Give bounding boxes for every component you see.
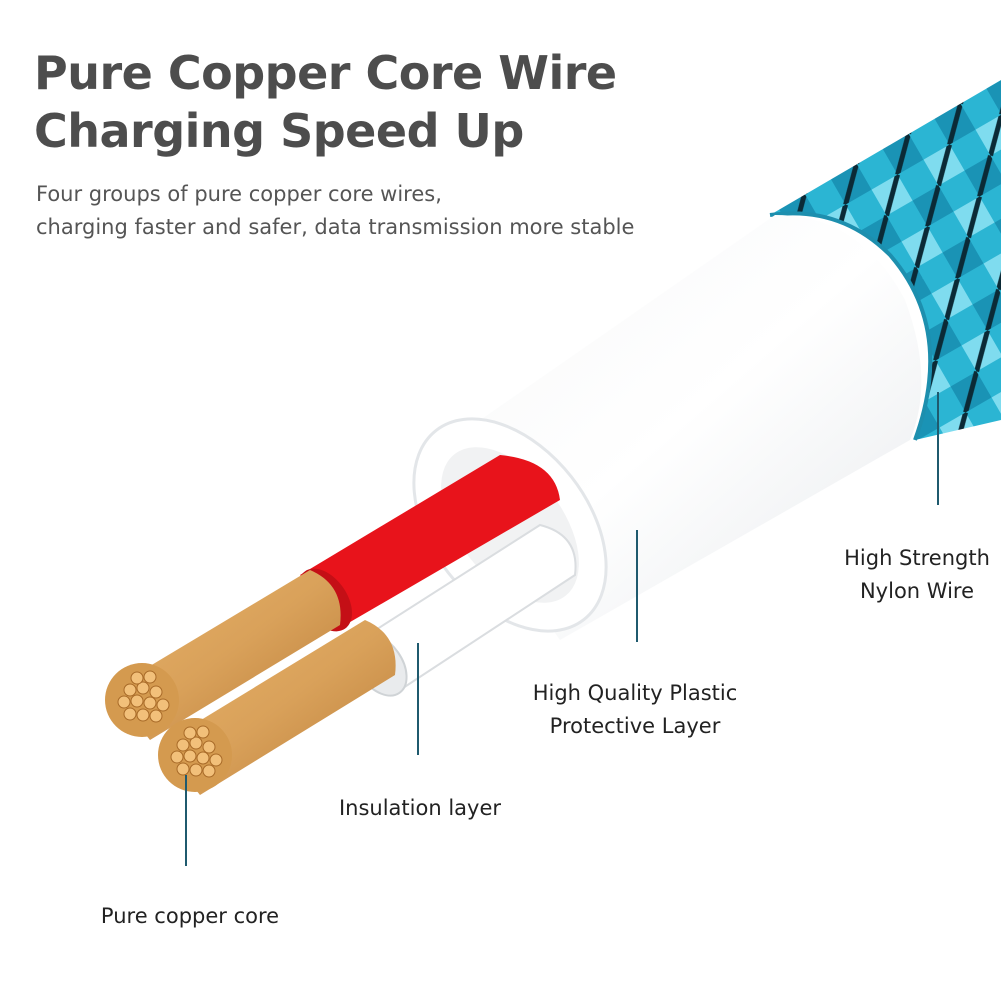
- subtitle-line-1: Four groups of pure copper core wires,: [36, 182, 442, 206]
- label-plastic-line-2: Protective Layer: [549, 714, 721, 738]
- title-line-1: Pure Copper Core Wire: [34, 46, 617, 100]
- title-line-2: Charging Speed Up: [34, 104, 524, 158]
- copper-core-upper: [105, 570, 341, 740]
- label-nylon-line-1: High Strength: [844, 546, 990, 570]
- label-copper-core: Pure copper core: [100, 904, 280, 928]
- label-nylon-line-2: Nylon Wire: [859, 579, 975, 603]
- nylon-braid: [769, 80, 1001, 441]
- copper-core-lower: [158, 620, 396, 795]
- label-nylon-wire: High Strength Nylon Wire: [842, 542, 992, 608]
- subtitle-line-2: charging faster and safer, data transmis…: [36, 215, 635, 239]
- label-plastic-line-1: High Quality Plastic: [532, 681, 738, 705]
- label-insulation-layer: Insulation layer: [338, 796, 502, 820]
- page-subtitle: Four groups of pure copper core wires, c…: [36, 178, 634, 244]
- label-plastic-layer: High Quality Plastic Protective Layer: [520, 677, 750, 743]
- leader-lines: [185, 392, 939, 866]
- page-title: Pure Copper Core Wire Charging Speed Up: [34, 44, 617, 160]
